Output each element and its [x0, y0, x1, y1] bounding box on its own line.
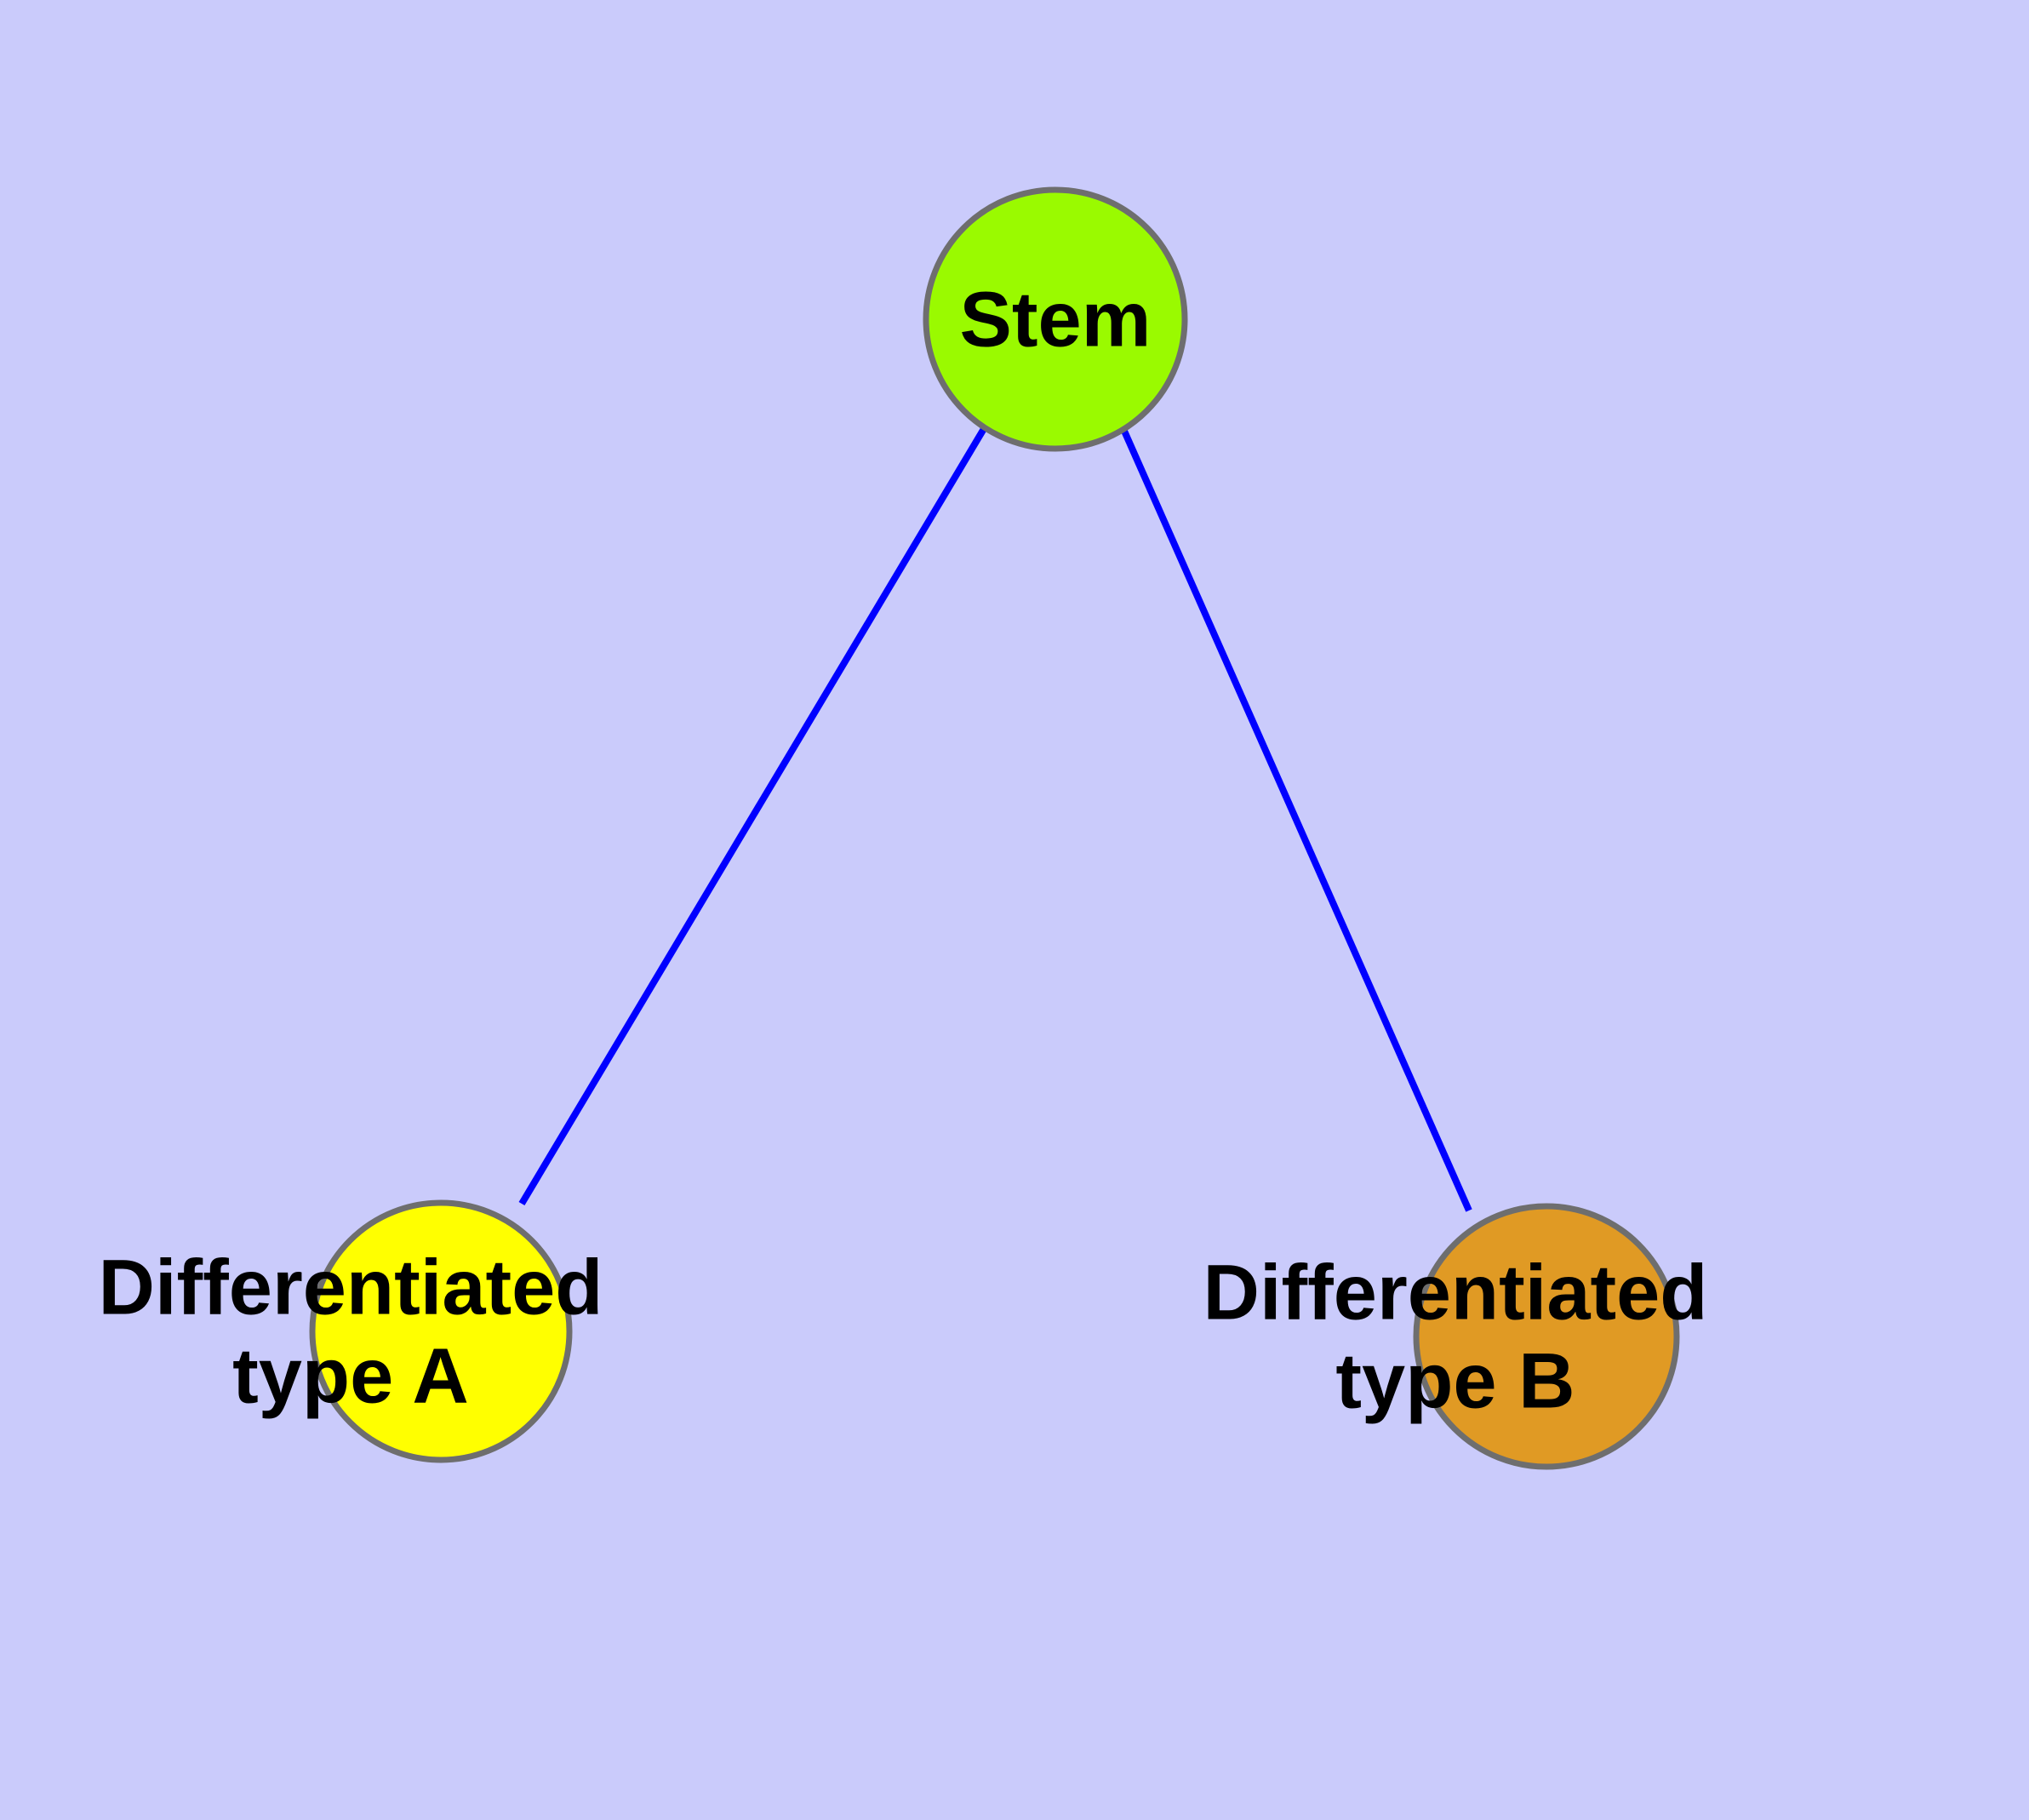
graph-node-label-line: type B [1335, 1337, 1575, 1424]
edges-layer [518, 425, 1472, 1212]
graph-node-diff-b[interactable] [1413, 1203, 1680, 1470]
graph-node-label-stem: Stem [960, 276, 1152, 363]
graph-node-label-line: Stem [960, 276, 1152, 363]
graph-edge-stem-to-diff-b[interactable] [1120, 427, 1472, 1212]
graph-node-label-line: Differentiated [1203, 1249, 1708, 1336]
graph-node-label-line: type A [232, 1332, 469, 1419]
nodes-layer [309, 186, 1680, 1470]
graph-edge-stem-to-diff-a[interactable] [518, 425, 988, 1206]
graph-node-diff-a[interactable] [309, 1199, 573, 1463]
graph-node-label-line: Differentiated [99, 1244, 603, 1331]
graph-node-stem[interactable] [923, 186, 1188, 452]
